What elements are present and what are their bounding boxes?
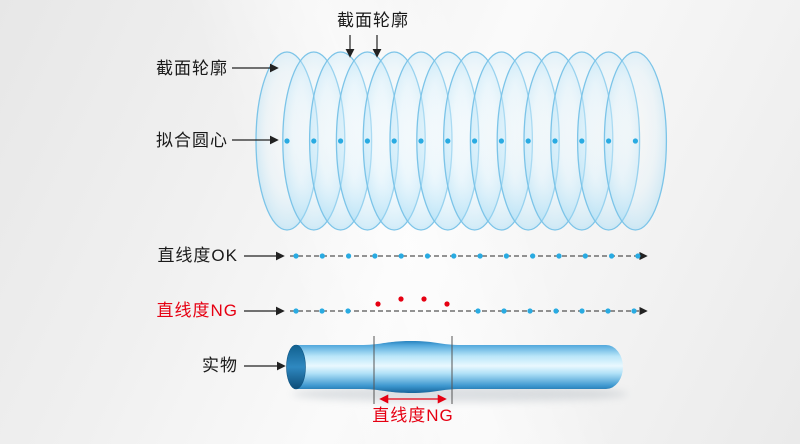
fitted-center-dot xyxy=(552,138,558,144)
ok-dot xyxy=(451,253,457,259)
ok-dot xyxy=(293,253,299,259)
ng-dot-inline xyxy=(293,308,299,314)
ok-dot xyxy=(477,253,483,259)
ok-dot xyxy=(398,253,404,259)
ng-dot-inline xyxy=(579,308,585,314)
ng-dot-deviated xyxy=(444,301,450,307)
ok-dots-group xyxy=(293,253,641,259)
label-section-profile: 截面轮廓 xyxy=(156,59,228,78)
cross-section-ellipses-group xyxy=(255,51,668,231)
ng-dot-deviated xyxy=(398,296,404,302)
fitted-center-dot xyxy=(418,138,424,144)
label-top-section-profile: 截面轮廓 xyxy=(337,11,409,30)
fitted-center-dot xyxy=(525,138,531,144)
ok-dot xyxy=(556,253,562,259)
ok-dot xyxy=(319,253,325,259)
label-straightness-ok: 直线度OK xyxy=(157,246,238,265)
ng-dot-deviated xyxy=(375,301,381,307)
fitted-center-dot xyxy=(391,138,397,144)
ok-dot xyxy=(372,253,378,259)
fitted-center-dot xyxy=(338,138,344,144)
ok-dot xyxy=(424,253,431,259)
ng-dot-deviated xyxy=(421,296,427,302)
ng-dot-inline xyxy=(501,308,507,314)
fitted-center-dot xyxy=(498,138,504,144)
cylinder-end-cap xyxy=(286,344,306,390)
fitted-center-dot xyxy=(472,138,478,144)
ng-dot-inline xyxy=(475,308,481,314)
ok-dot xyxy=(609,253,615,259)
ng-dot-inline xyxy=(631,308,637,314)
fitted-centers-group xyxy=(284,138,639,144)
fitted-center-dot xyxy=(364,138,370,144)
cylinder-shadow xyxy=(292,386,628,402)
ng-dot-inline xyxy=(605,308,611,314)
ng-dot-inline xyxy=(319,308,325,314)
label-fitted-center: 拟合圆心 xyxy=(156,131,228,150)
ng-dot-inline xyxy=(527,308,533,314)
fitted-center-dot xyxy=(579,138,585,144)
label-straightness-ng: 直线度NG xyxy=(156,301,238,320)
ok-dot xyxy=(530,253,536,259)
ok-dot xyxy=(582,253,588,259)
label-bottom-ng: 直线度NG xyxy=(372,406,454,425)
fitted-center-dot xyxy=(311,138,317,144)
fitted-center-dot xyxy=(606,138,612,144)
fitted-center-dot xyxy=(445,138,451,144)
ok-dot xyxy=(635,253,641,259)
ng-dots-group xyxy=(293,296,637,314)
fitted-center-dot xyxy=(632,138,639,144)
ok-dot xyxy=(346,253,352,259)
fitted-center-dot xyxy=(284,138,290,144)
ng-dot-inline xyxy=(553,308,559,314)
label-real-object: 实物 xyxy=(202,356,238,375)
ng-dot-inline xyxy=(345,308,351,314)
cylinder-body xyxy=(296,341,623,393)
ok-dot xyxy=(503,253,509,259)
